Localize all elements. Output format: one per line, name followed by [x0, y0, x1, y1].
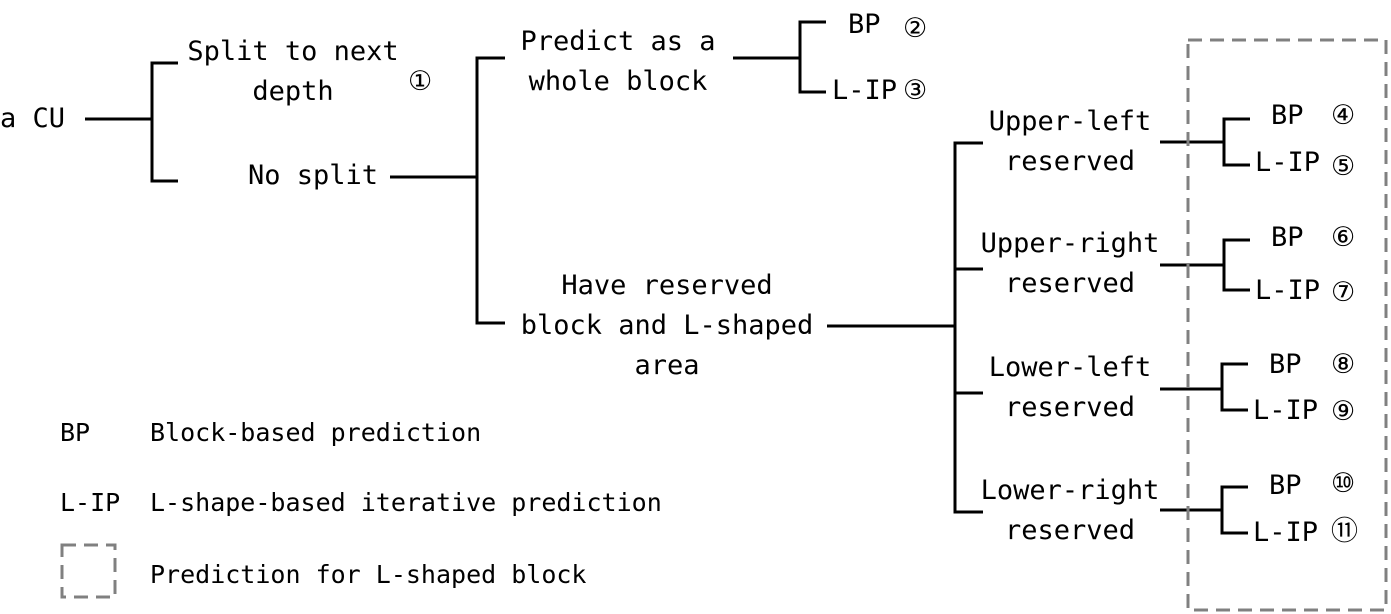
upper-right-bp-marker: ⑥ [1331, 222, 1356, 253]
lower-left-lip-label: L-IP [1253, 395, 1319, 426]
upper-left-bp-marker: ④ [1331, 100, 1356, 131]
lower-left-bp-label: BP [1269, 349, 1302, 380]
branch-upper-right-line2: reserved [1004, 268, 1136, 299]
lower-right-leaves-bracket [1220, 485, 1248, 535]
legend-lip-abbr: L-IP [60, 488, 121, 517]
split-label: Split to next depth [184, 32, 402, 112]
whole-block-label: Predict as a whole block [506, 22, 730, 102]
branch-lower-right-line1: Lower-right [980, 475, 1160, 506]
split-marker: ① [408, 66, 433, 97]
branch-lower-left-line2: reserved [1004, 392, 1136, 423]
branch-lower-left-line1: Lower-left [988, 352, 1152, 383]
branch-lower-left-label: Lower-left reserved [975, 348, 1165, 428]
split-label-line1: Split to next [187, 36, 399, 67]
whole-leaf-bp-label: BP [848, 9, 881, 40]
branch-upper-left-label: Upper-left reserved [975, 102, 1165, 182]
whole-block-line2: whole block [528, 66, 708, 97]
reserved-line3: area [634, 350, 700, 381]
whole-leaf-bp-marker: ② [903, 13, 928, 44]
reserved-label: Have reserved block and L-shaped area [512, 266, 822, 386]
lower-left-leaves-bracket [1220, 362, 1248, 412]
split-label-line2: depth [252, 76, 334, 107]
root-label: a CU [0, 103, 66, 134]
l-shaped-prediction-box [1186, 38, 1388, 612]
whole-leaf-lip-marker: ③ [903, 75, 928, 106]
level1-bracket [150, 61, 178, 183]
legend-bp-text: Block-based prediction [150, 418, 482, 447]
legend-lip-text: L-shape-based iterative prediction [150, 488, 662, 517]
upper-left-lip-label: L-IP [1255, 147, 1321, 178]
branch-lower-right-line2: reserved [1004, 515, 1136, 546]
legend-dashed-box-icon [60, 543, 117, 599]
branch-upper-left-line1: Upper-left [988, 106, 1152, 137]
lower-right-bp-marker: ⑩ [1331, 468, 1356, 499]
upper-left-bp-label: BP [1271, 100, 1304, 131]
whole-block-line1: Predict as a [520, 26, 716, 57]
level2-bracket [475, 56, 505, 325]
upper-right-bp-label: BP [1271, 222, 1304, 253]
branch-upper-right-label: Upper-right reserved [970, 224, 1170, 304]
no-split-label: No split [248, 160, 379, 191]
lower-right-bp-label: BP [1269, 470, 1302, 501]
branch-lower-right-label: Lower-right reserved [970, 471, 1170, 551]
branch-upper-right-line1: Upper-right [980, 228, 1160, 259]
reserved-bracket [953, 141, 983, 514]
lower-right-lip-label: L-IP [1253, 517, 1319, 548]
upper-left-leaves-bracket [1222, 117, 1250, 167]
upper-left-lip-marker: ⑤ [1331, 151, 1356, 182]
branch-upper-left-line2: reserved [1004, 146, 1136, 177]
whole-leaf-lip-label: L-IP [832, 75, 898, 106]
lower-right-lip-marker: ⑪ [1331, 516, 1358, 547]
lower-left-bp-marker: ⑧ [1331, 349, 1356, 380]
legend-box-text: Prediction for L-shaped block [150, 560, 587, 589]
legend-bp-abbr: BP [60, 418, 91, 447]
reserved-line2: block and L-shaped [520, 310, 814, 341]
reserved-line1: Have reserved [561, 270, 773, 301]
upper-right-lip-marker: ⑦ [1331, 277, 1356, 308]
upper-right-lip-label: L-IP [1255, 275, 1321, 306]
upper-right-leaves-bracket [1222, 238, 1250, 292]
lower-left-lip-marker: ⑨ [1331, 396, 1356, 427]
whole-leaves-bracket [798, 20, 826, 94]
